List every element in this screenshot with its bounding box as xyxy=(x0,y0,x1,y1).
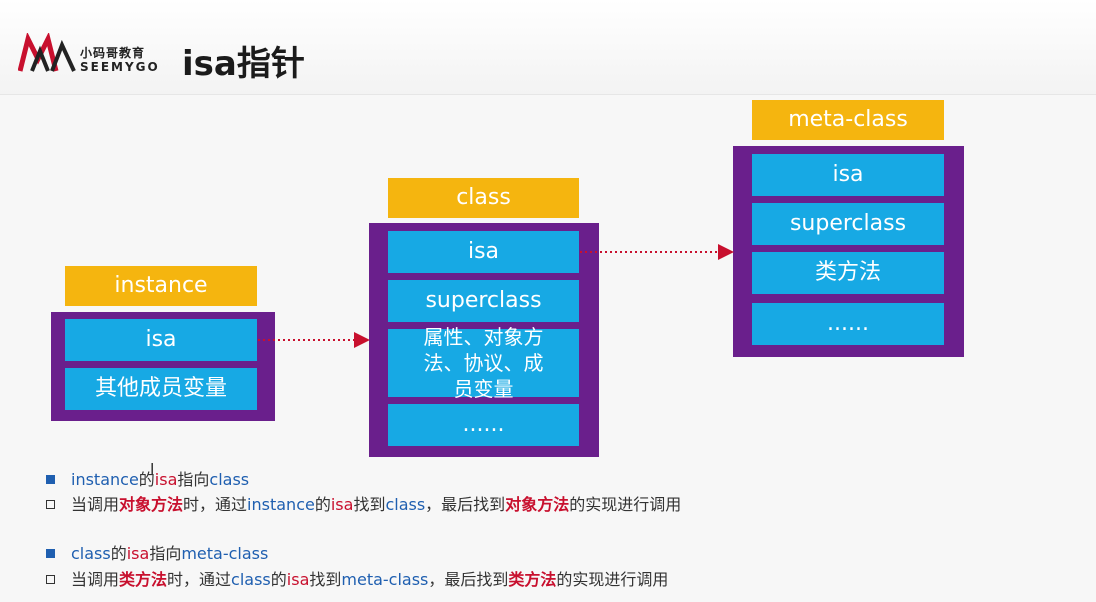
meta-class-isa-cell: isa xyxy=(752,154,944,196)
meta-class-superclass-cell: superclass xyxy=(752,203,944,245)
instance-label: instance xyxy=(65,266,257,306)
class-more-cell: ...... xyxy=(388,404,579,446)
class-superclass-cell: superclass xyxy=(388,280,579,322)
seemygo-logo-icon xyxy=(18,33,76,72)
instance-isa-cell: isa xyxy=(65,319,257,361)
slide-header: 小码哥教育 SEEMYGO isa指针 xyxy=(0,0,1096,95)
note-line-1: instance的isa指向class xyxy=(46,466,249,490)
meta-class-methods-cell: 类方法 xyxy=(752,252,944,294)
text-cursor-icon: I xyxy=(150,460,155,478)
logo-text-cn: 小码哥教育 xyxy=(80,46,146,60)
page-title: isa指针 xyxy=(182,44,305,84)
filled-bullet-icon xyxy=(46,549,55,558)
instance-ivars-cell: 其他成员变量 xyxy=(65,368,257,410)
class-label: class xyxy=(388,178,579,218)
hollow-bullet-icon xyxy=(46,500,55,509)
meta-class-more-cell: ...... xyxy=(752,303,944,345)
meta-class-label: meta-class xyxy=(752,100,944,140)
class-isa-cell: isa xyxy=(388,231,579,273)
filled-bullet-icon xyxy=(46,475,55,484)
hollow-bullet-icon xyxy=(46,575,55,584)
note-line-4: 当调用类方法时，通过class的isa找到meta-class，最后找到类方法的… xyxy=(46,566,668,590)
note-line-2: 当调用对象方法时，通过instance的isa找到class，最后找到对象方法的… xyxy=(46,491,681,515)
class-methods-cell: 属性、对象方法、协议、成员变量 xyxy=(388,325,579,401)
logo-text-en: SEEMYGO xyxy=(80,60,160,74)
note-line-3: class的isa指向meta-class xyxy=(46,540,268,564)
